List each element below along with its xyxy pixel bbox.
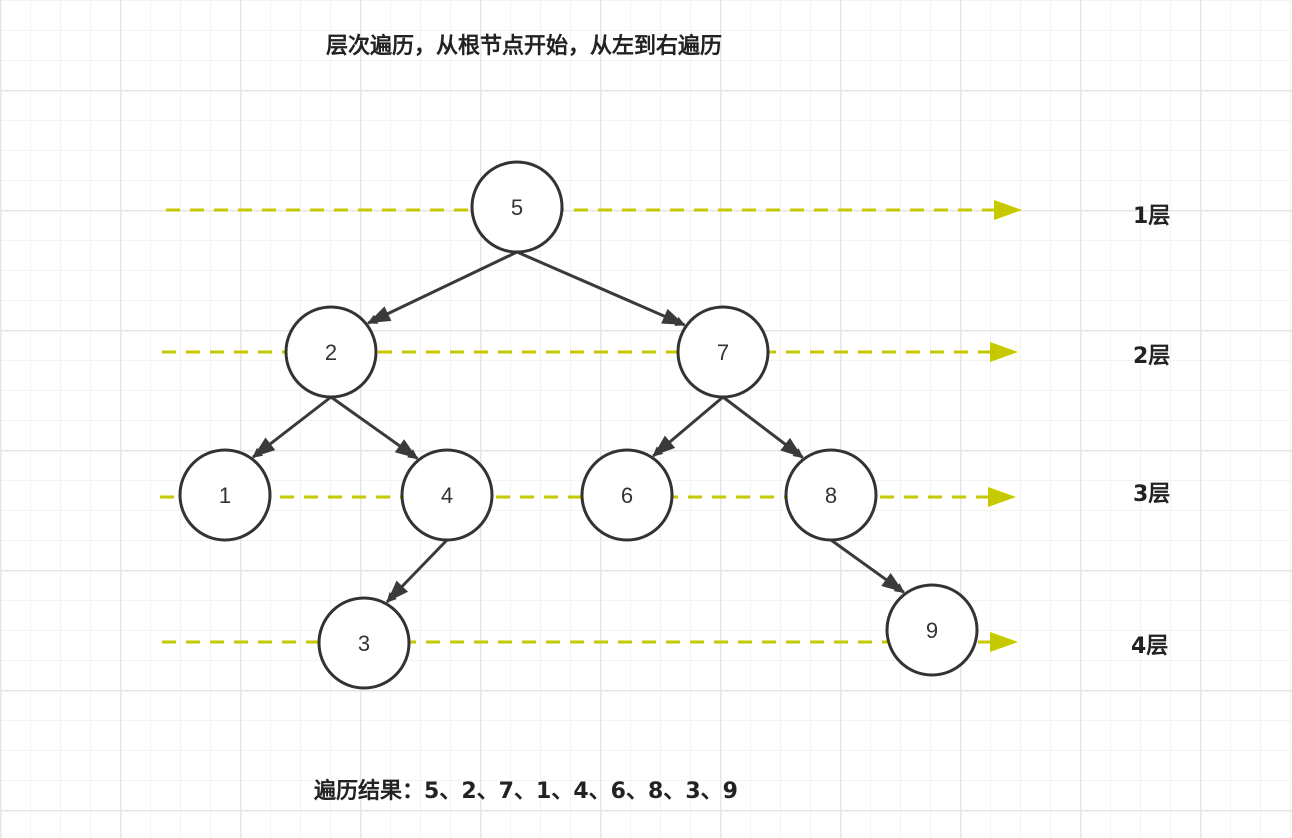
result-separator: 、 — [476, 779, 499, 804]
traversal-result-label: 遍历结果： — [314, 779, 425, 804]
level-arrow-3 — [988, 487, 1016, 507]
node-label: 3 — [358, 631, 370, 656]
node-circle — [470, 160, 564, 254]
result-value: 8 — [647, 779, 664, 804]
node-label: 4 — [441, 483, 453, 508]
result-value: 9 — [722, 779, 738, 804]
level-arrow-2 — [990, 342, 1018, 362]
node-label: 6 — [621, 483, 633, 508]
tree-node-3: 3 — [317, 596, 411, 690]
node-circle — [284, 305, 378, 399]
node-label: 9 — [926, 618, 938, 643]
result-separator: 、 — [551, 779, 574, 804]
level-label-1: 1层 — [1133, 204, 1171, 229]
node-circle — [178, 448, 272, 542]
edge-arrowhead-n7-n6 — [653, 435, 676, 456]
node-circle — [317, 596, 411, 690]
node-circle — [580, 448, 674, 542]
diagram-title: 层次遍历，从根节点开始，从左到右遍历 — [326, 34, 723, 59]
node-label: 1 — [219, 483, 231, 508]
edge-arrowhead-n2-n1 — [252, 437, 276, 458]
result-separator: 、 — [625, 779, 648, 804]
tree-nodes: 5 2 7 1 4 6 8 3 9 — [178, 160, 979, 690]
level-arrow-4 — [990, 632, 1018, 652]
traversal-result: 遍历结果：5、2、7、1、4、6、8、3、9 — [314, 773, 738, 805]
level-lines — [160, 200, 1022, 652]
tree-node-5: 5 — [470, 160, 564, 254]
result-separator: 、 — [588, 779, 611, 804]
result-separator: 、 — [663, 779, 686, 804]
tree-node-4: 4 — [400, 448, 494, 542]
tree-node-6: 6 — [580, 448, 674, 542]
node-label: 5 — [511, 195, 523, 220]
edge-arrowhead-n2-n4 — [394, 439, 418, 459]
result-separator: 、 — [700, 779, 723, 804]
result-value: 4 — [573, 779, 589, 804]
tree-node-9: 9 — [885, 583, 979, 677]
edge-arrowhead-n5-n2 — [368, 306, 392, 324]
result-value: 7 — [498, 779, 514, 804]
result-value: 1 — [536, 779, 552, 804]
edge-arrowhead-n4-n3 — [386, 580, 409, 603]
node-circle — [400, 448, 494, 542]
tree-node-2: 2 — [284, 305, 378, 399]
edge-arrowhead-n8-n9 — [881, 573, 904, 593]
result-separator: 、 — [439, 779, 462, 804]
tree-node-8: 8 — [784, 448, 878, 542]
result-value: 2 — [461, 779, 477, 804]
node-circle — [676, 305, 770, 399]
result-value: 6 — [610, 779, 626, 804]
level-label-3: 3层 — [1133, 482, 1171, 507]
traversal-result-values: 5、2、7、1、4、6、8、3、9 — [424, 779, 738, 804]
edge-n5-n7 — [516, 250, 686, 327]
result-value: 5 — [424, 779, 440, 804]
node-label: 2 — [325, 340, 337, 365]
level-label-4: 4层 — [1131, 634, 1169, 659]
node-circle — [784, 448, 878, 542]
tree-edges — [252, 250, 905, 604]
tree-node-7: 7 — [676, 305, 770, 399]
level-label-2: 2层 — [1133, 344, 1171, 369]
result-separator: 、 — [513, 779, 536, 804]
node-circle — [885, 583, 979, 677]
level-arrow-1 — [994, 200, 1022, 220]
edge-arrowhead-n7-n8 — [780, 437, 803, 458]
edge-n5-n2 — [367, 250, 518, 325]
node-label: 7 — [717, 340, 729, 365]
edge-arrowhead-n5-n7 — [661, 308, 685, 325]
node-label: 8 — [825, 483, 837, 508]
tree-node-1: 1 — [178, 448, 272, 542]
result-value: 3 — [685, 779, 701, 804]
